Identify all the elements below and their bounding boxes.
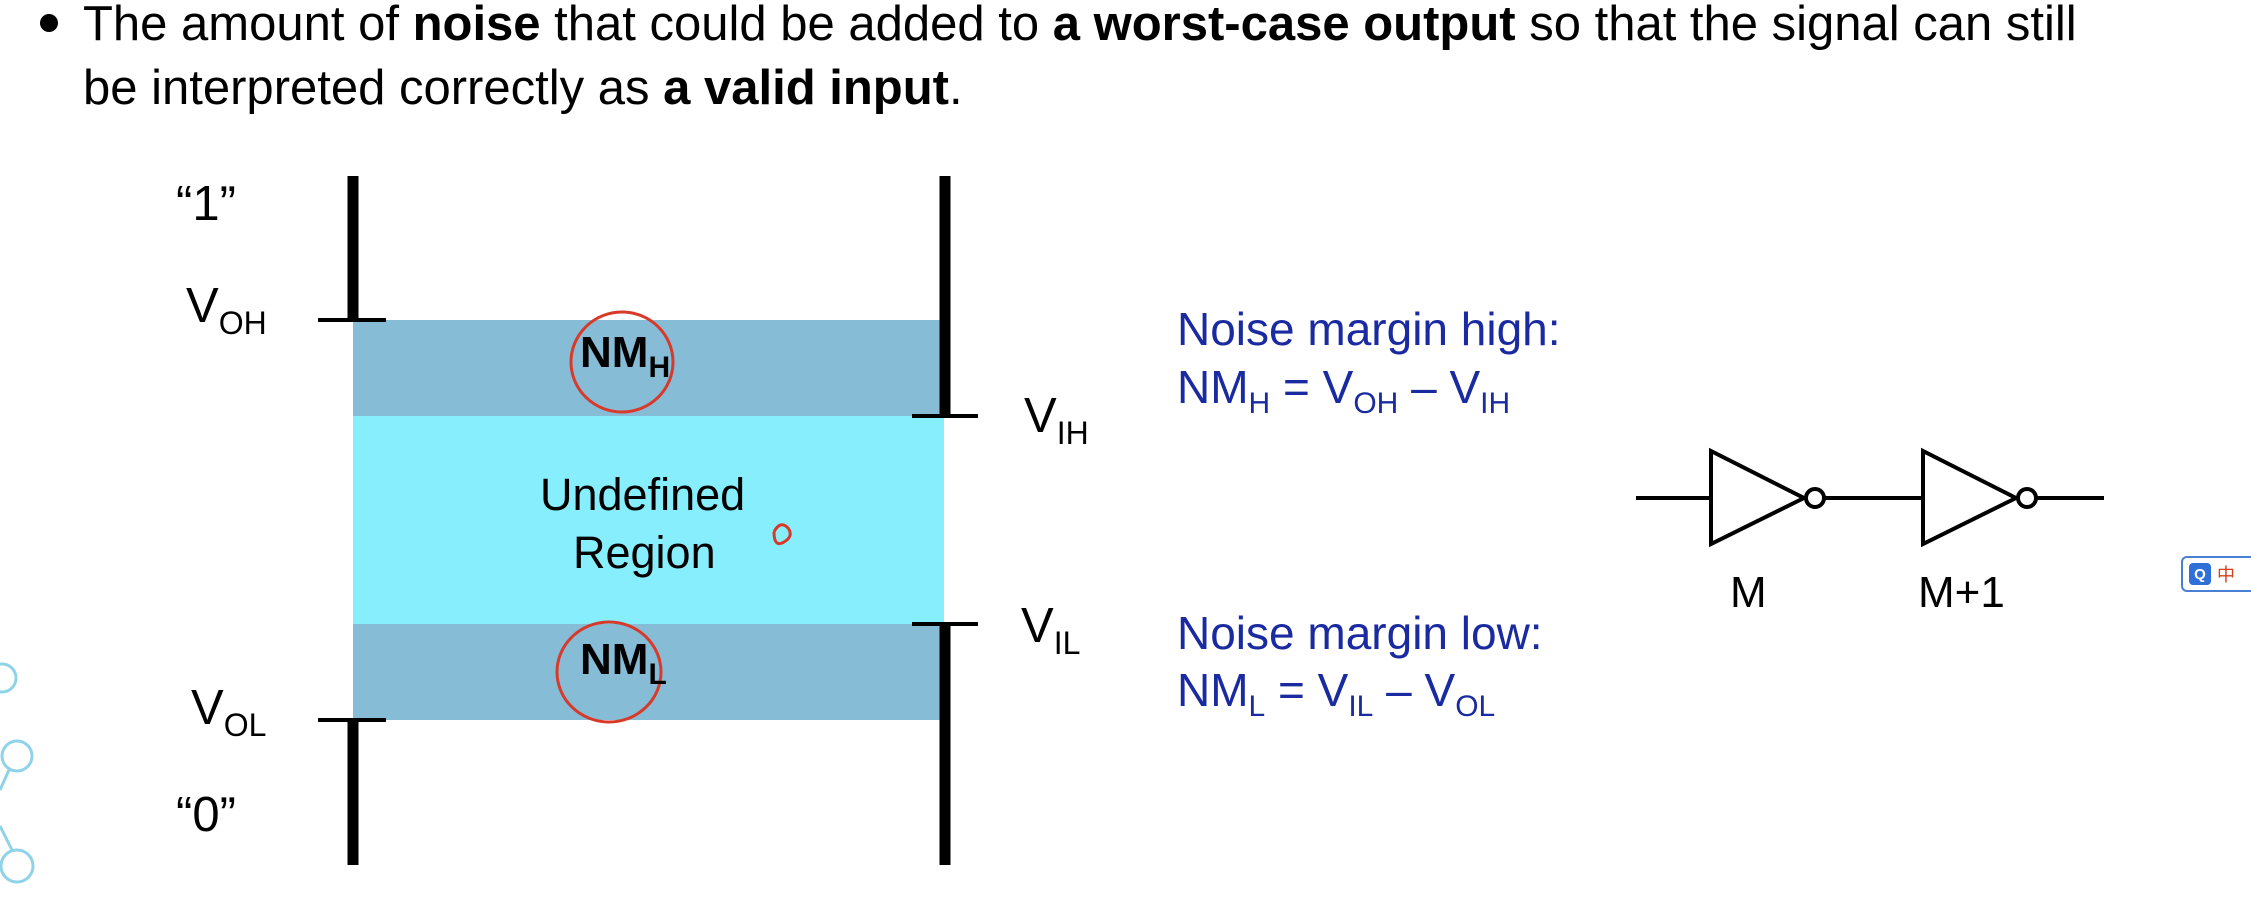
nml-region-label: NML — [580, 635, 667, 690]
bullet-text: The amount of — [83, 0, 413, 51]
formula-term: – V — [1398, 361, 1481, 413]
vih-label-main: V — [1024, 389, 1057, 443]
inverter-chain — [1636, 447, 2104, 548]
bullet-text: so that the signal can still — [1515, 0, 2077, 51]
formula-term: NM — [1177, 664, 1249, 716]
bullet-text-bold: noise — [412, 0, 541, 51]
formula-sub: H — [1248, 387, 1271, 420]
annotation-pen-icon — [772, 523, 792, 546]
formula-term: NM — [1177, 361, 1249, 413]
bullet-point — [40, 14, 58, 32]
formula-sub: L — [1248, 690, 1266, 723]
formula-sub: IL — [1348, 690, 1374, 723]
voh-label-sub: OH — [218, 305, 267, 341]
widget-language-label[interactable]: 中 — [2217, 565, 2235, 585]
formula-term: = V — [1265, 664, 1349, 716]
undefined-line-1: Undefined — [540, 469, 746, 520]
bullet-text: that could be added to — [540, 0, 1053, 51]
decorative-circles — [0, 662, 35, 884]
undefined-region — [353, 416, 944, 624]
logic-one-label: “1” — [176, 177, 236, 231]
formula-term: = V — [1270, 361, 1354, 413]
inverter-m-label: M — [1730, 568, 1767, 617]
inverter-m-body — [1709, 447, 1809, 548]
inverter-m-bubble — [1804, 487, 1826, 509]
vih-label-sub: IH — [1056, 415, 1089, 451]
nmh-region — [353, 320, 944, 416]
search-icon[interactable]: Q — [2189, 563, 2211, 585]
noise-margin-low-formula: NML = VIL – VOL — [1177, 664, 1495, 722]
inverter-m1-body — [1921, 447, 2021, 548]
formula-sub: OL — [1455, 690, 1496, 723]
undefined-line-2: Region — [573, 527, 716, 578]
noise-margin-low-title: Noise margin low: — [1177, 607, 1543, 659]
formula-sub: OH — [1353, 387, 1399, 420]
formula-sub: IH — [1480, 387, 1511, 420]
vol-label: VOL — [191, 681, 266, 742]
formula-term: – V — [1373, 664, 1456, 716]
bullet-text-bold: a worst-case output — [1052, 0, 1516, 51]
noise-margin-high-formula: NMH = VOH – VIH — [1177, 361, 1510, 419]
bullet-text: . — [948, 61, 963, 115]
inverter-m1-bubble — [2016, 487, 2038, 509]
inverter-m1-label: M+1 — [1918, 568, 2005, 617]
vil-label-main: V — [1021, 599, 1054, 653]
noise-margin-high-title: Noise margin high: — [1177, 303, 1561, 355]
logic-zero-label: “0” — [176, 788, 236, 842]
nml-main: NM — [580, 635, 649, 684]
annotation-circle-nml — [555, 620, 663, 724]
vih-label: VIH — [1024, 389, 1089, 450]
nmh-region-label: NMH — [580, 328, 670, 383]
bullet-line-2: be interpreted correctly as a valid inpu… — [83, 64, 963, 113]
nml-sub: L — [648, 658, 667, 691]
voh-label-main: V — [186, 279, 219, 333]
vil-label: VIL — [1021, 599, 1080, 660]
nmh-sub: H — [648, 351, 671, 384]
vol-label-main: V — [191, 681, 224, 735]
voh-label: VOH — [186, 279, 267, 340]
bullet-line-1: The amount of noise that could be added … — [83, 0, 2077, 49]
bullet-text: be interpreted correctly as — [83, 61, 664, 115]
vol-label-sub: OL — [223, 707, 267, 743]
nmh-main: NM — [580, 328, 649, 377]
bullet-text-bold: a valid input — [663, 61, 949, 115]
vil-label-sub: IL — [1053, 625, 1081, 661]
annotation-circle-nmh — [569, 310, 675, 414]
floating-tool-widget[interactable]: Q 中 — [2181, 556, 2251, 592]
